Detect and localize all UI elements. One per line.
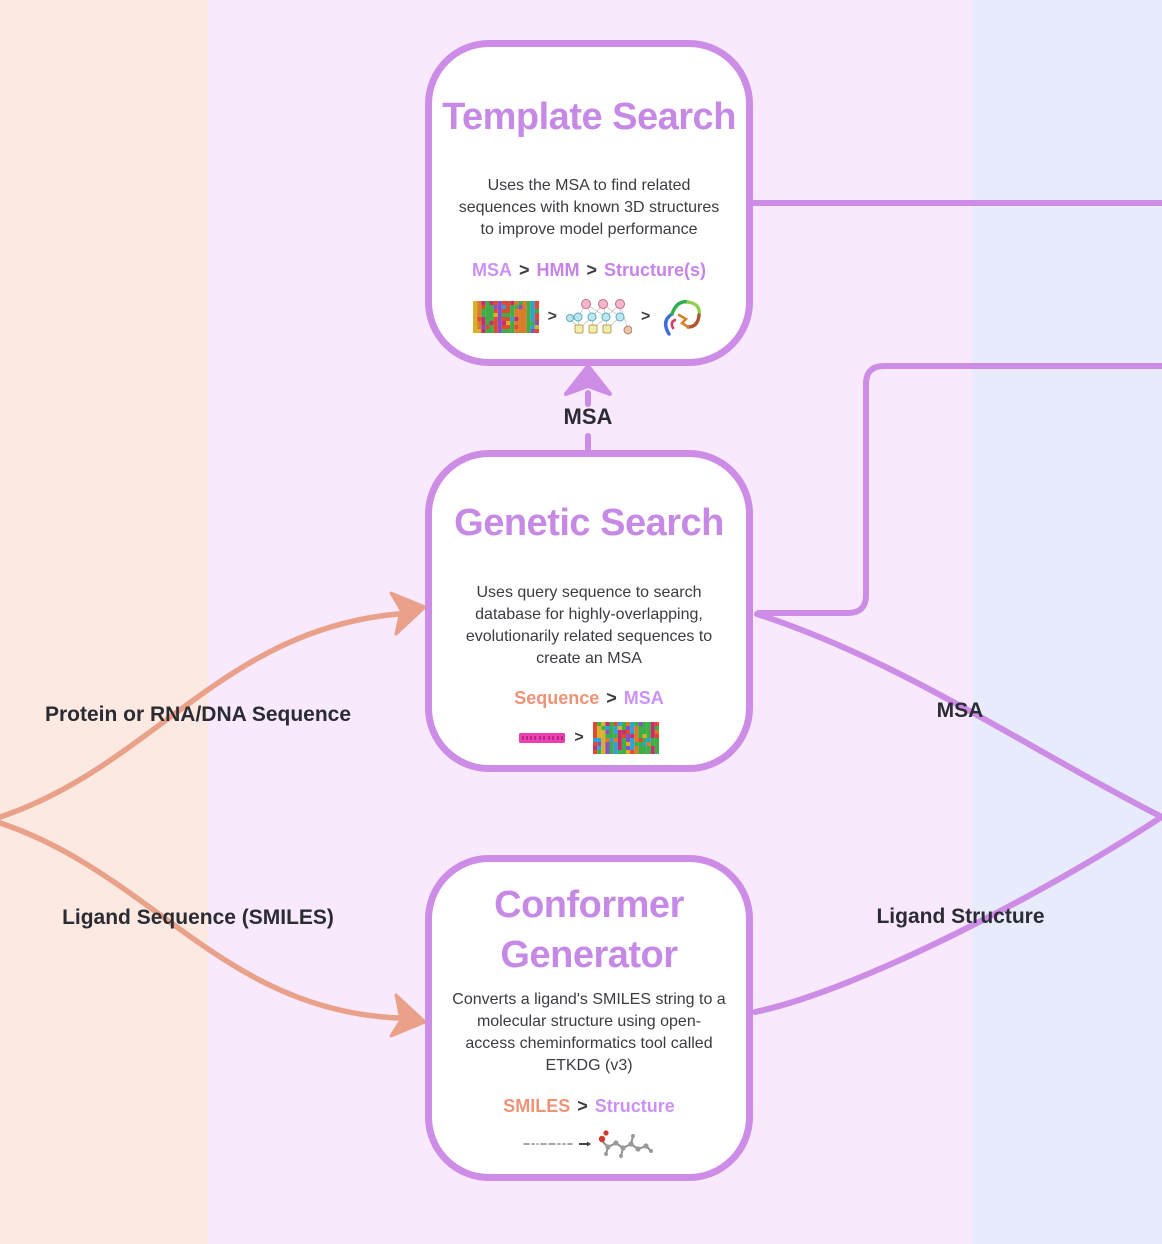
icon-row: >	[472, 294, 706, 340]
node-title: Conformer Generator	[494, 884, 684, 976]
node-description: Converts a ligand's SMILES string to a m…	[452, 991, 726, 1074]
query-sequence-icon	[519, 733, 566, 743]
msa-up-arrowhead-icon	[564, 364, 612, 396]
io-token-row: MSA > HMM > Structure(s)	[472, 260, 706, 281]
input-stage-band	[0, 0, 208, 1244]
protein-structure-icon	[664, 300, 702, 336]
token-separator: >	[586, 260, 597, 280]
output-stage-band	[972, 0, 1162, 1244]
ligand-input-label: Ligand Sequence (SMILES)	[62, 906, 334, 929]
token-separator: >	[518, 260, 530, 280]
msa-alignment-icon	[472, 301, 539, 333]
ligand-structure-curve-line	[752, 815, 1162, 1015]
token-msa: MSA	[471, 260, 512, 280]
io-token-row: Sequence > MSA	[514, 688, 664, 709]
genetic-msa-elbow-line	[757, 363, 1162, 616]
msa-to-template-label: MSA	[563, 404, 613, 429]
icon-separator: >	[641, 308, 651, 325]
icon-row: >	[519, 722, 659, 754]
node-title: Genetic Search	[454, 502, 724, 544]
ligand-input-arrowhead-icon	[389, 993, 427, 1038]
reaction-arrow-icon	[579, 1141, 591, 1147]
token-hmm: HMM	[536, 260, 580, 280]
token-sequence: Sequence	[514, 688, 600, 708]
node-description: Uses the MSA to find related sequences w…	[458, 177, 720, 238]
token-smiles: SMILES	[503, 1096, 571, 1116]
protein-input-arrow-line	[0, 611, 401, 820]
msa-alignment-icon	[592, 722, 659, 754]
ligand-structure-label: Ligand Structure	[876, 905, 1045, 928]
ligand-input-arrow-line	[0, 820, 401, 1021]
node-template-search: Template Search Uses the MSA to find rel…	[425, 40, 753, 366]
node-description: Uses query sequence to search database f…	[465, 584, 713, 667]
icon-separator: >	[574, 729, 584, 746]
msa-output-label: MSA	[936, 699, 984, 722]
genetic-msa-curve-line	[754, 611, 1162, 819]
node-genetic-search: Genetic Search Uses query sequence to se…	[425, 450, 753, 772]
icon-separator: >	[547, 308, 557, 325]
molecule-3d-icon	[598, 1130, 653, 1158]
protein-input-arrowhead-icon	[389, 591, 427, 636]
protein-input-label: Protein or RNA/DNA Sequence	[44, 703, 352, 726]
token-structure: Structure	[594, 1096, 675, 1116]
token-separator: >	[606, 688, 617, 708]
smiles-string-icon	[523, 1143, 573, 1145]
token-msa: MSA	[623, 688, 664, 708]
token-separator: >	[577, 1096, 588, 1116]
hmm-network-icon	[566, 299, 632, 335]
icon-row	[522, 1127, 656, 1161]
node-title: Template Search	[442, 96, 736, 138]
token-structures: Structure(s)	[604, 260, 707, 280]
io-token-row: SMILES > Structure	[503, 1096, 675, 1117]
node-conformer-generator: Conformer Generator Converts a ligand's …	[425, 855, 753, 1181]
